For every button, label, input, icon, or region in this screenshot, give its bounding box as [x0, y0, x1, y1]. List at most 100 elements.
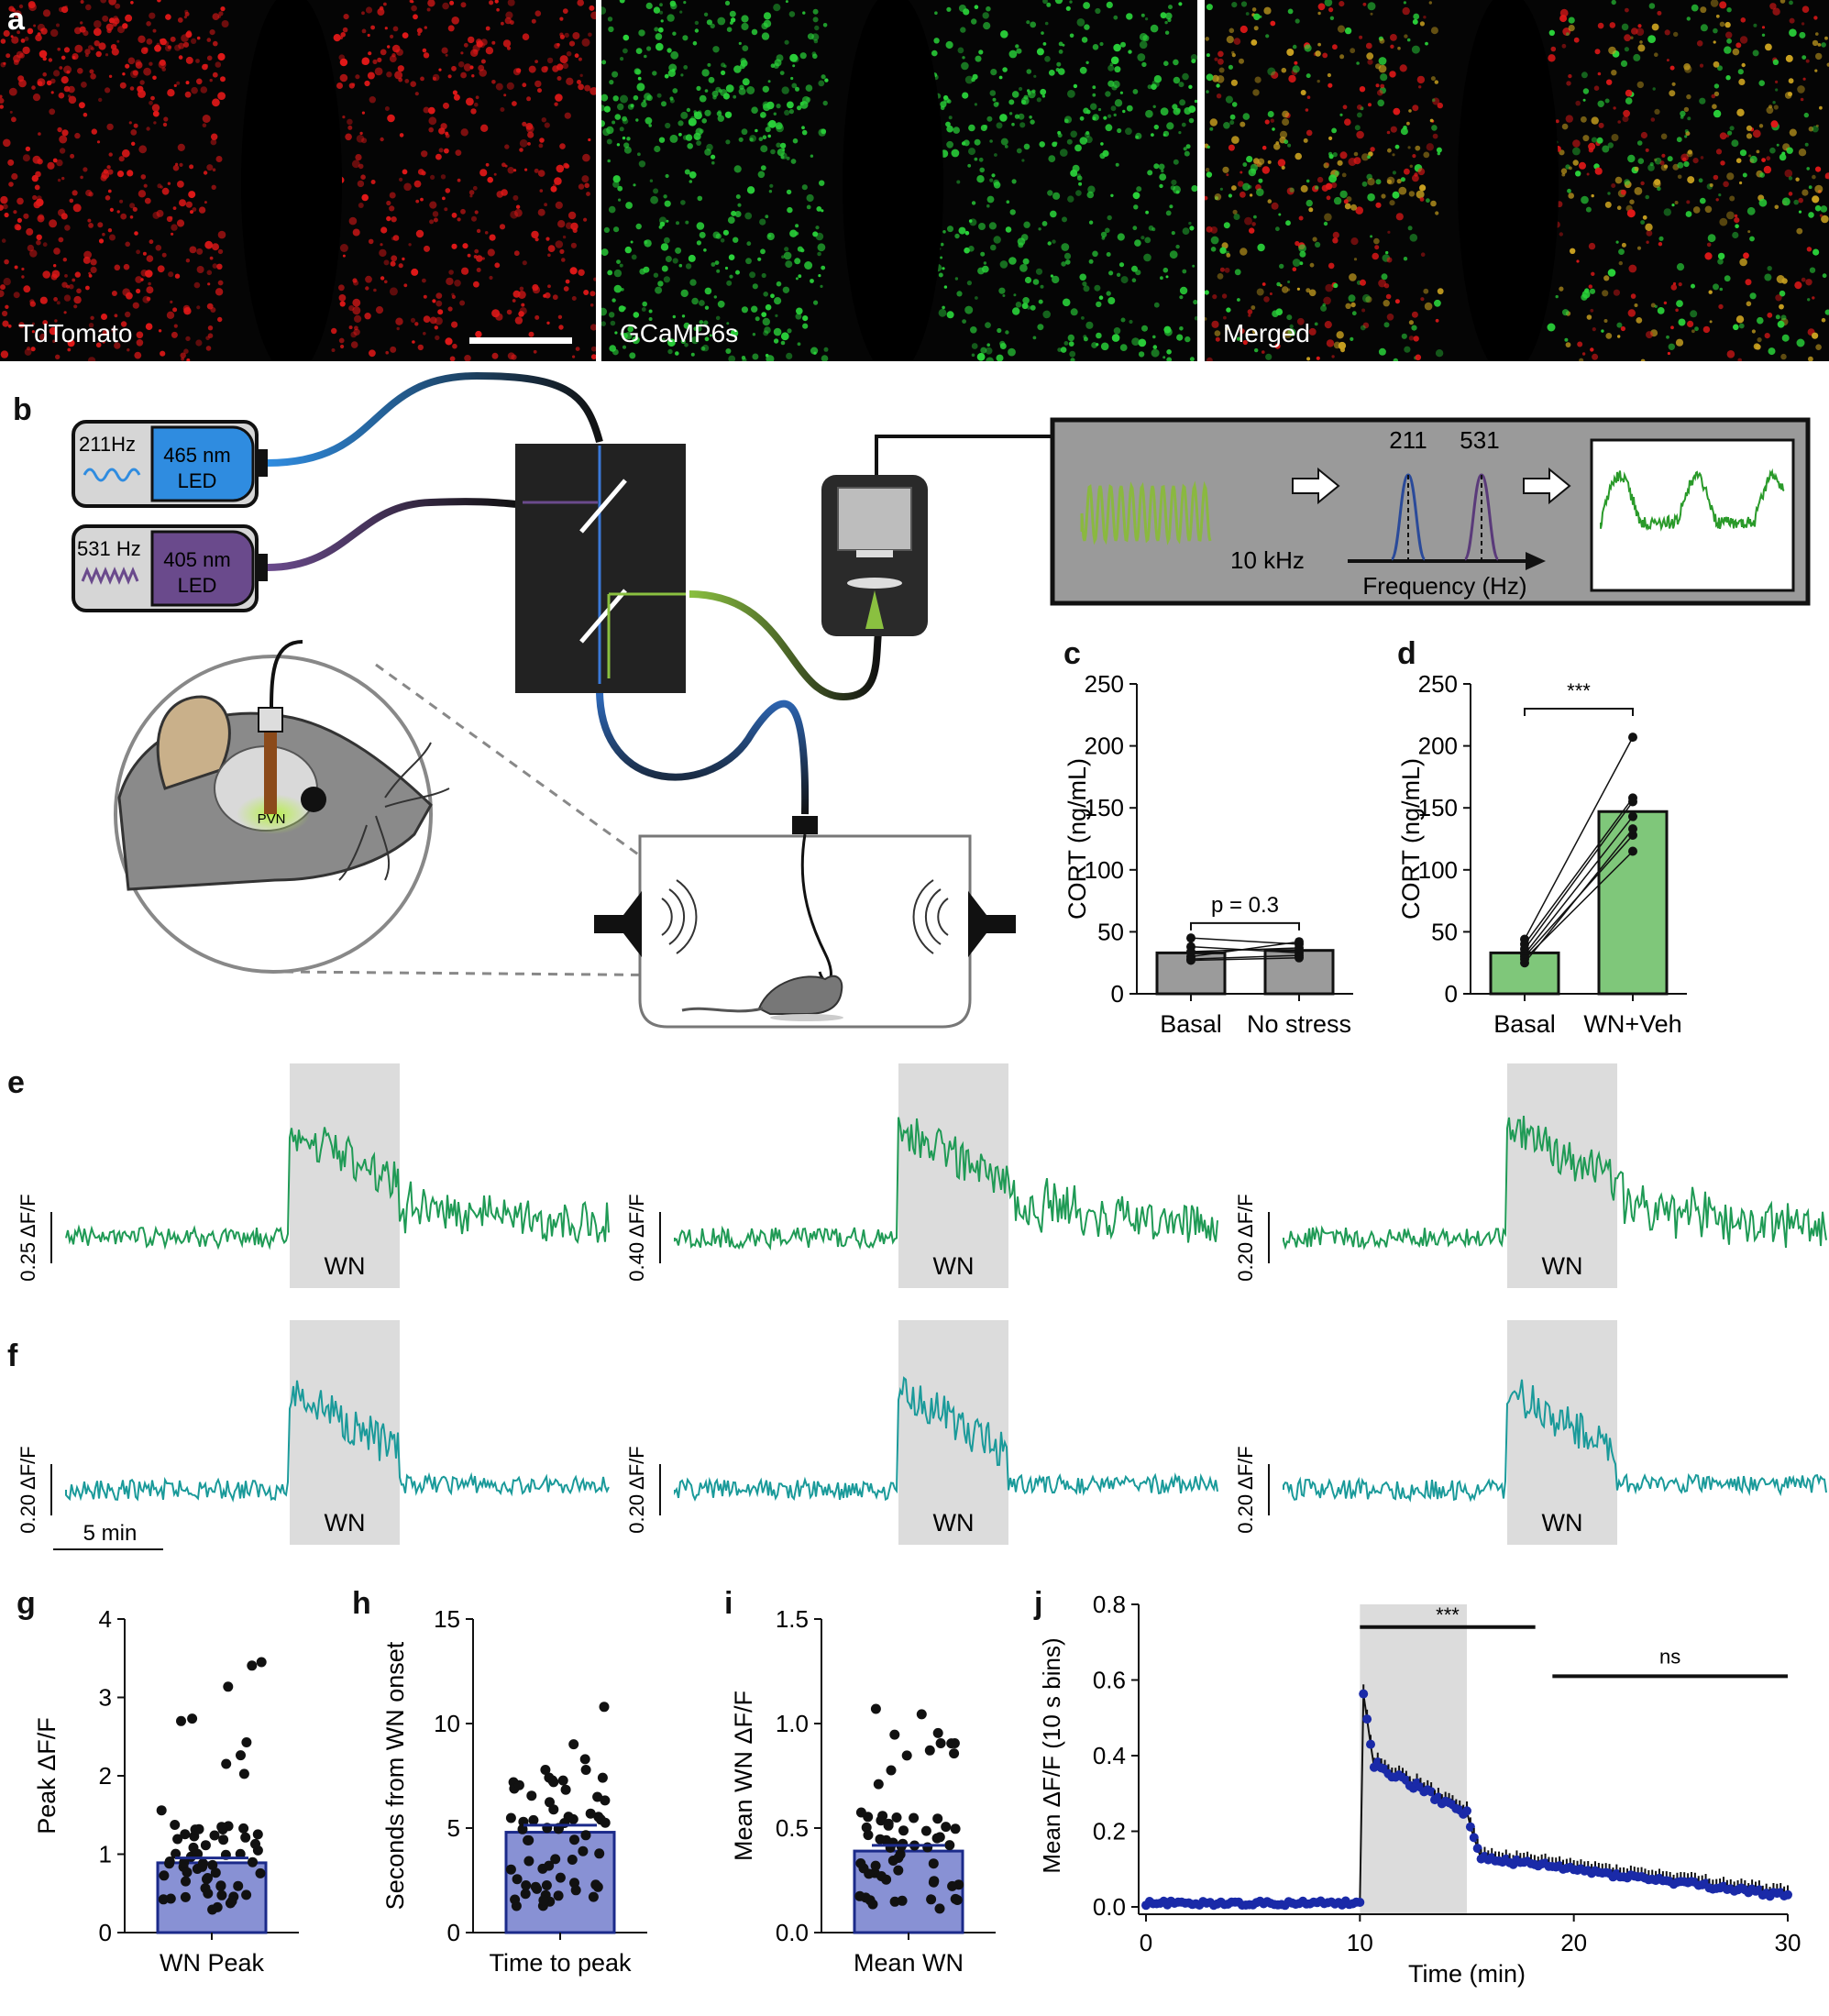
cell-mark	[964, 230, 970, 236]
cell-mark	[1223, 122, 1230, 129]
cell-mark	[1135, 270, 1141, 276]
wn-shading	[898, 1320, 1008, 1545]
cell-mark	[1719, 217, 1728, 226]
cell-mark	[457, 178, 461, 182]
cell-mark	[1423, 16, 1427, 19]
cell-mark	[515, 204, 521, 209]
cell-mark	[1757, 337, 1762, 343]
cell-mark	[0, 39, 6, 44]
cell-mark	[766, 232, 775, 241]
cell-mark	[1390, 126, 1397, 133]
cell-mark	[203, 171, 208, 175]
cell-mark	[1182, 227, 1190, 235]
cell-mark	[675, 247, 682, 254]
cell-mark	[1178, 2, 1183, 6]
cell-mark	[1805, 279, 1812, 286]
cell-mark	[331, 348, 336, 352]
cell-mark	[496, 191, 504, 198]
cell-mark	[1766, 106, 1774, 115]
cell-mark	[646, 46, 652, 51]
cell-mark	[636, 83, 645, 92]
cell-mark	[1416, 190, 1425, 199]
cell-mark	[1315, 50, 1321, 57]
cell-mark	[1365, 42, 1372, 50]
cell-mark	[1030, 21, 1037, 28]
cell-mark	[361, 193, 369, 202]
cell-mark	[386, 215, 391, 222]
cell-mark	[88, 323, 94, 328]
cell-mark	[1206, 4, 1213, 11]
cell-mark	[74, 271, 82, 278]
cell-mark	[974, 157, 978, 161]
cell-mark	[767, 134, 771, 138]
cell-mark	[215, 288, 224, 296]
cell-mark	[377, 57, 382, 62]
cell-mark	[340, 32, 347, 38]
cell-mark	[1685, 211, 1692, 217]
cell-mark	[1749, 236, 1755, 242]
cell-mark	[476, 228, 481, 234]
cell-mark	[1763, 165, 1772, 174]
cell-mark	[1331, 355, 1335, 358]
cell-mark	[1189, 226, 1195, 231]
cell-mark	[1247, 309, 1253, 314]
cell-mark	[555, 201, 563, 209]
cell-mark	[1362, 2, 1367, 6]
cell-mark	[686, 107, 691, 113]
data-point	[159, 1870, 170, 1881]
cell-mark	[699, 128, 704, 134]
cell-mark	[1362, 322, 1370, 329]
cell-mark	[1654, 52, 1658, 57]
cell-mark	[1308, 207, 1314, 213]
cell-mark	[31, 330, 36, 334]
cell-mark	[1015, 44, 1019, 49]
cell-mark	[185, 81, 190, 85]
cell-mark	[1171, 179, 1177, 186]
cell-mark	[427, 106, 435, 115]
data-point	[947, 1880, 958, 1891]
cell-mark	[1566, 81, 1571, 86]
cell-mark	[468, 190, 475, 195]
cell-mark	[1764, 333, 1770, 339]
cell-mark	[757, 257, 762, 261]
cell-mark	[635, 118, 639, 122]
cell-mark	[1343, 199, 1349, 204]
cell-mark	[582, 153, 590, 162]
cell-mark	[706, 19, 712, 26]
cell-mark	[1262, 350, 1265, 354]
cell-mark	[821, 355, 829, 361]
cell-mark	[622, 333, 628, 339]
cell-mark	[544, 203, 547, 207]
cell-mark	[1409, 233, 1418, 242]
cell-mark	[1820, 205, 1828, 213]
cell-mark	[61, 129, 69, 137]
cell-mark	[85, 189, 93, 197]
cell-mark	[1624, 47, 1629, 52]
cell-mark	[410, 317, 416, 323]
cell-mark	[1670, 325, 1674, 330]
cell-mark	[945, 40, 953, 50]
cell-mark	[781, 86, 789, 94]
cell-mark	[519, 138, 528, 148]
cell-mark	[78, 102, 85, 109]
data-point	[1628, 846, 1637, 856]
cell-mark	[1048, 155, 1056, 163]
cell-mark	[813, 351, 817, 355]
cell-mark	[74, 132, 81, 139]
cell-mark	[618, 198, 622, 202]
cell-mark	[817, 243, 826, 252]
cell-mark	[448, 270, 454, 275]
cell-mark	[931, 50, 938, 57]
cell-mark	[1672, 281, 1677, 286]
cell-mark	[527, 142, 531, 146]
cell-mark	[31, 174, 39, 182]
cell-mark	[132, 302, 139, 309]
cell-mark	[412, 340, 415, 344]
cell-mark	[476, 255, 483, 262]
cell-mark	[467, 253, 471, 258]
cell-mark	[489, 275, 493, 281]
cell-mark	[347, 118, 353, 126]
cell-mark	[1784, 92, 1792, 99]
cell-mark	[805, 84, 813, 92]
